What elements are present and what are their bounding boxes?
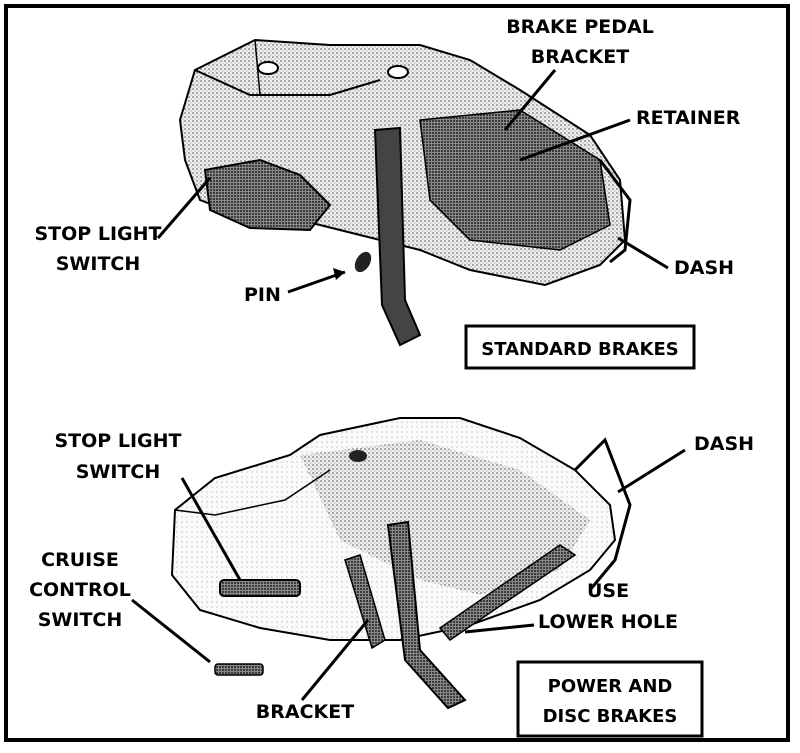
upper-mount-hole xyxy=(387,65,409,79)
upper-dash xyxy=(598,159,632,264)
leader-cruise xyxy=(131,598,211,664)
label-stop-light-line1: STOP LIGHT xyxy=(35,223,162,245)
lower-brake-pedal-arm xyxy=(386,520,467,710)
leader-lower-hole xyxy=(464,623,535,634)
power-disc-brakes-caption-line1: POWER AND xyxy=(548,676,673,697)
label-retainer: RETAINER xyxy=(636,107,741,129)
label-pin: PIN xyxy=(244,284,281,306)
label-stop-light-line2: SWITCH xyxy=(56,253,141,275)
upper-brake-pedal-arm xyxy=(373,126,422,347)
label-lower-stop-light-line2: SWITCH xyxy=(76,461,161,483)
lower-mount-hole xyxy=(349,450,367,462)
standard-brakes-caption: STANDARD BRAKES xyxy=(481,339,679,360)
lower-stop-light-switch xyxy=(219,579,301,597)
power-disc-brakes-caption-box xyxy=(516,660,704,738)
leader-lower-stop-light xyxy=(180,477,242,581)
power-disc-brakes-caption-line2: DISC BRAKES xyxy=(543,706,678,727)
leader-retainer xyxy=(519,118,631,162)
lower-push-rod xyxy=(438,544,577,642)
leader-bracket xyxy=(503,69,557,131)
leader-dash xyxy=(617,236,669,270)
upper-mount-hole xyxy=(257,61,279,75)
upper-stop-light-switch xyxy=(203,158,332,232)
outer-frame xyxy=(4,4,790,742)
lower-view: STOP LIGHT SWITCH DASH CRUISE CONTROL SW… xyxy=(29,417,754,738)
standard-brakes-caption-box xyxy=(464,324,696,370)
lower-cruise-control-switch xyxy=(214,663,264,676)
leader-stop-light-switch xyxy=(156,177,212,239)
label-cruise-line1: CRUISE xyxy=(41,549,119,571)
leader-bracket-lower xyxy=(300,619,370,701)
label-use-line1: USE xyxy=(587,580,629,602)
label-lower-stop-light-line1: STOP LIGHT xyxy=(55,430,182,452)
label-brake-pedal-line2: BRACKET xyxy=(531,46,629,68)
upper-view: BRAKE PEDAL BRACKET RETAINER STOP LIGHT … xyxy=(35,16,741,370)
label-dash: DASH xyxy=(674,257,734,279)
label-brake-pedal-line1: BRAKE PEDAL xyxy=(506,16,654,38)
label-cruise-line2: CONTROL xyxy=(29,579,131,601)
label-cruise-line3: SWITCH xyxy=(38,609,123,631)
label-use-line2: LOWER HOLE xyxy=(538,611,678,633)
lower-switch-bracket xyxy=(344,554,386,650)
upper-pin xyxy=(354,251,372,273)
label-lower-dash: DASH xyxy=(694,433,754,455)
lower-dash xyxy=(573,437,632,591)
leader-lower-dash xyxy=(617,448,686,494)
label-bracket: BRACKET xyxy=(256,701,354,723)
